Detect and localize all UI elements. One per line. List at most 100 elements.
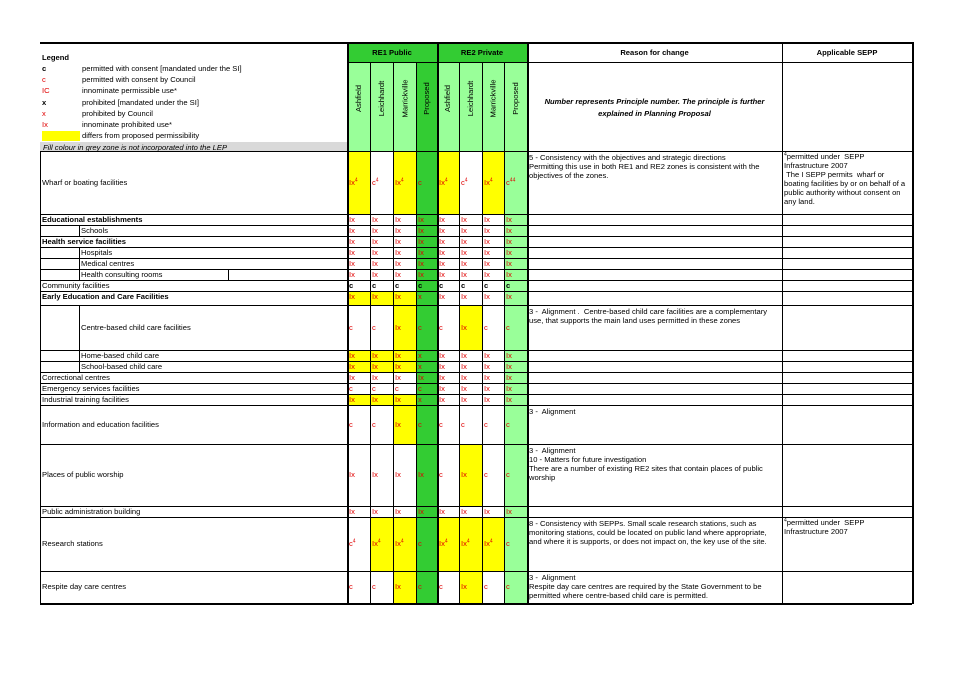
permissibility-cell-fill bbox=[370, 383, 393, 394]
table-right-border bbox=[912, 42, 914, 604]
permissibility-cell-fill bbox=[482, 383, 504, 394]
permissibility-cell-fill bbox=[416, 151, 437, 214]
column-header-fill bbox=[416, 62, 437, 151]
permissibility-cell-fill bbox=[370, 444, 393, 506]
column-header-proposed: Proposed bbox=[504, 68, 527, 128]
grid-line bbox=[79, 247, 80, 258]
legend-text: permitted with consent by Council bbox=[82, 75, 196, 85]
legend-grey-band bbox=[40, 142, 347, 152]
permissibility-cell-fill bbox=[437, 291, 459, 305]
permissibility-code: Ix bbox=[372, 351, 378, 360]
permissibility-cell-fill bbox=[393, 236, 416, 247]
re2-header-fill bbox=[437, 42, 527, 62]
permissibility-cell-fill bbox=[482, 258, 504, 269]
permissibility-code: Ix bbox=[418, 373, 424, 382]
permissibility-cell-fill bbox=[370, 517, 393, 571]
permissibility-code: c bbox=[484, 322, 488, 332]
permissibility-cell-fill bbox=[370, 236, 393, 247]
row-border bbox=[40, 444, 912, 445]
grid-line bbox=[79, 225, 80, 236]
header-bottom-border bbox=[40, 151, 912, 152]
sepp-text: 4permitted under SEPP Infrastructure 200… bbox=[784, 517, 867, 536]
permissibility-code: Ix bbox=[372, 248, 378, 257]
permissibility-code: c bbox=[418, 539, 422, 548]
permissibility-code: c bbox=[439, 419, 443, 429]
reason-text: 8 - Consistency with SEPPs. Small scale … bbox=[529, 519, 769, 546]
grid-line bbox=[79, 361, 80, 372]
permissibility-code: Ix bbox=[372, 292, 378, 301]
permissibility-cell-fill bbox=[482, 361, 504, 372]
column-border bbox=[393, 62, 394, 604]
permissibility-cell-fill bbox=[393, 258, 416, 269]
permissibility-code: Ix bbox=[506, 259, 512, 268]
permissibility-cell-fill bbox=[393, 571, 416, 603]
row-border bbox=[40, 571, 912, 572]
permissibility-code: c bbox=[484, 281, 489, 290]
permissibility-cell-fill bbox=[393, 394, 416, 405]
permissibility-code: Ix bbox=[484, 362, 490, 371]
column-border bbox=[504, 62, 505, 604]
permissibility-code: x bbox=[418, 292, 422, 301]
permissibility-cell-fill bbox=[437, 405, 459, 444]
permissibility-code: Ix4 bbox=[395, 176, 404, 187]
permissibility-code: c bbox=[439, 470, 443, 479]
permissibility-code: c bbox=[418, 582, 422, 591]
permissibility-cell-fill bbox=[437, 517, 459, 571]
row-border bbox=[40, 517, 912, 518]
permissibility-cell-fill bbox=[504, 291, 527, 305]
permissibility-cell-fill bbox=[416, 305, 437, 350]
permissibility-code: Ix bbox=[484, 237, 490, 246]
reason-text: 3 - Alignment bbox=[529, 407, 576, 416]
label-right-border bbox=[347, 42, 349, 604]
row-label: Health consulting rooms bbox=[81, 270, 163, 279]
permissibility-code: Ix bbox=[395, 507, 401, 516]
permissibility-cell-fill bbox=[370, 269, 393, 280]
re2-private-header: RE2 Private bbox=[460, 48, 504, 57]
row-label: Industrial training facilities bbox=[42, 395, 129, 404]
permissibility-cell-fill bbox=[347, 372, 370, 383]
row-border bbox=[40, 291, 912, 292]
permissibility-code: c bbox=[418, 281, 423, 290]
permissibility-code: Ix bbox=[349, 395, 355, 404]
permissibility-code: c bbox=[484, 419, 488, 429]
permissibility-cell-fill bbox=[393, 517, 416, 571]
column-border bbox=[459, 62, 460, 604]
permissibility-cell-fill bbox=[393, 372, 416, 383]
permissibility-cell-fill bbox=[393, 444, 416, 506]
row-border bbox=[40, 305, 912, 306]
permissibility-cell-fill bbox=[459, 350, 482, 361]
legend-code: x bbox=[42, 108, 46, 118]
permissibility-cell-fill bbox=[482, 517, 504, 571]
permissibility-code: Ix bbox=[372, 259, 378, 268]
permissibility-code: c bbox=[395, 281, 400, 290]
legend-code: IC bbox=[42, 86, 50, 96]
permissibility-code: c bbox=[372, 322, 376, 332]
reason-text: 3 - Alignment 10 - Matters for future in… bbox=[529, 446, 763, 482]
permissibility-cell-fill bbox=[416, 571, 437, 603]
row-label: Educational establishments bbox=[42, 215, 143, 224]
permissibility-cell-fill bbox=[347, 151, 370, 214]
permissibility-cell-fill bbox=[437, 280, 459, 291]
column-border bbox=[370, 62, 371, 604]
permissibility-cell-fill bbox=[416, 225, 437, 236]
permissibility-code: Ix bbox=[439, 384, 445, 393]
permissibility-cell-fill bbox=[416, 291, 437, 305]
permissibility-cell-fill bbox=[504, 350, 527, 361]
legend-grey-note: Fill colour in grey zone is not incorpor… bbox=[43, 143, 228, 152]
permissibility-cell-fill bbox=[459, 225, 482, 236]
permissibility-code: Ix bbox=[395, 215, 401, 224]
reason-text: 3 - Alignment . Centre-based child care … bbox=[529, 307, 770, 325]
permissibility-code: Ix bbox=[349, 237, 355, 246]
permissibility-code: Ix bbox=[461, 259, 467, 268]
permissibility-cell-fill bbox=[393, 383, 416, 394]
permissibility-code: c bbox=[418, 384, 422, 393]
permissibility-cell-fill bbox=[504, 247, 527, 258]
permissibility-cell-fill bbox=[347, 291, 370, 305]
permissibility-cell-fill bbox=[482, 350, 504, 361]
permissibility-code: Ix bbox=[506, 215, 512, 224]
permissibility-cell-fill bbox=[437, 394, 459, 405]
column-header-fill bbox=[437, 62, 459, 151]
permissibility-code: Ix bbox=[395, 419, 401, 429]
permissibility-code: Ix bbox=[372, 270, 378, 279]
permissibility-cell-fill bbox=[393, 247, 416, 258]
